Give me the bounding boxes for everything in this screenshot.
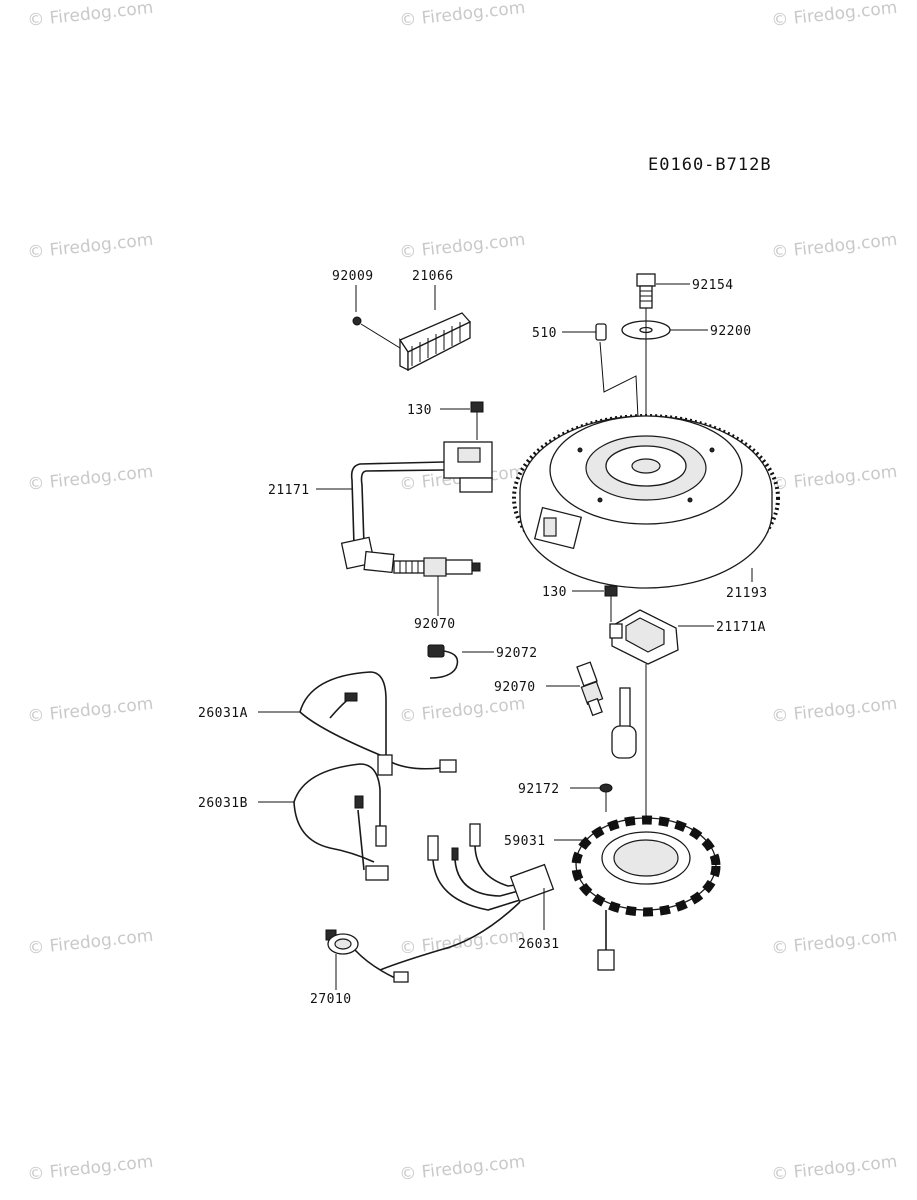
harness-26031B[interactable] xyxy=(258,763,389,881)
screw-92172[interactable] xyxy=(570,783,613,812)
switch-27010[interactable] xyxy=(325,929,409,990)
lead-92072[interactable] xyxy=(427,644,494,679)
watermark: © Firedog.com xyxy=(770,1152,898,1185)
label-26031[interactable]: 26031 xyxy=(518,937,560,952)
watermark: © Firedog.com xyxy=(398,1152,526,1185)
harness-26031A[interactable] xyxy=(258,671,457,776)
spark-plug-92070[interactable] xyxy=(393,557,481,616)
label-21066[interactable]: 21066 xyxy=(412,269,454,284)
label-92072[interactable]: 92072 xyxy=(496,646,538,661)
regulator-21066[interactable] xyxy=(352,285,472,372)
watermark: © Firedog.com xyxy=(770,462,898,495)
watermark: © Firedog.com xyxy=(26,1152,154,1185)
spark-plug-92070-mid[interactable] xyxy=(546,661,637,759)
harness-26031[interactable] xyxy=(379,823,555,971)
label-92200[interactable]: 92200 xyxy=(710,324,752,339)
label-26031B[interactable]: 26031B xyxy=(198,796,248,811)
label-92009[interactable]: 92009 xyxy=(332,269,374,284)
label-21193[interactable]: 21193 xyxy=(726,586,768,601)
part-labels: 92009 21066 130 21171 92070 92072 26031A… xyxy=(198,269,768,1007)
label-130-top[interactable]: 130 xyxy=(407,403,432,418)
label-130-mid[interactable]: 130 xyxy=(542,585,567,600)
screw-92009 xyxy=(352,316,362,326)
washer-92200[interactable] xyxy=(621,320,708,340)
watermark: © Firedog.com xyxy=(770,694,898,727)
stator-59031[interactable] xyxy=(554,815,721,971)
watermark: © Firedog.com xyxy=(770,0,898,31)
watermark: © Firedog.com xyxy=(398,230,526,263)
label-21171[interactable]: 21171 xyxy=(268,483,310,498)
ignition-coil-21171[interactable] xyxy=(316,401,493,574)
watermark: © Firedog.com xyxy=(26,230,154,263)
coil-21171A[interactable] xyxy=(572,585,714,840)
plug-threads xyxy=(399,561,419,573)
label-21171A[interactable]: 21171A xyxy=(716,620,766,635)
bolt-92154[interactable] xyxy=(636,273,690,309)
watermark: © Firedog.com xyxy=(398,694,526,727)
label-92070-top[interactable]: 92070 xyxy=(414,617,456,632)
flywheel-21193[interactable] xyxy=(512,414,780,589)
regulator-fins xyxy=(411,322,461,366)
watermark: © Firedog.com xyxy=(770,926,898,959)
label-92070-mid[interactable]: 92070 xyxy=(494,680,536,695)
diagram-code: E0160-B712B xyxy=(648,155,772,175)
label-26031A[interactable]: 26031A xyxy=(198,706,248,721)
label-92154[interactable]: 92154 xyxy=(692,278,734,293)
watermark: © Firedog.com xyxy=(26,0,154,31)
label-92172[interactable]: 92172 xyxy=(518,782,560,797)
watermark: © Firedog.com xyxy=(398,0,526,31)
key-510[interactable] xyxy=(562,323,641,461)
watermark: © Firedog.com xyxy=(26,694,154,727)
watermark: © Firedog.com xyxy=(26,926,154,959)
bolt-130 xyxy=(470,401,484,413)
label-510[interactable]: 510 xyxy=(532,326,557,341)
watermark: © Firedog.com xyxy=(770,230,898,263)
watermark: © Firedog.com xyxy=(26,462,154,495)
label-27010[interactable]: 27010 xyxy=(310,992,352,1007)
label-59031[interactable]: 59031 xyxy=(504,834,546,849)
bolt-130-mid xyxy=(604,585,618,597)
